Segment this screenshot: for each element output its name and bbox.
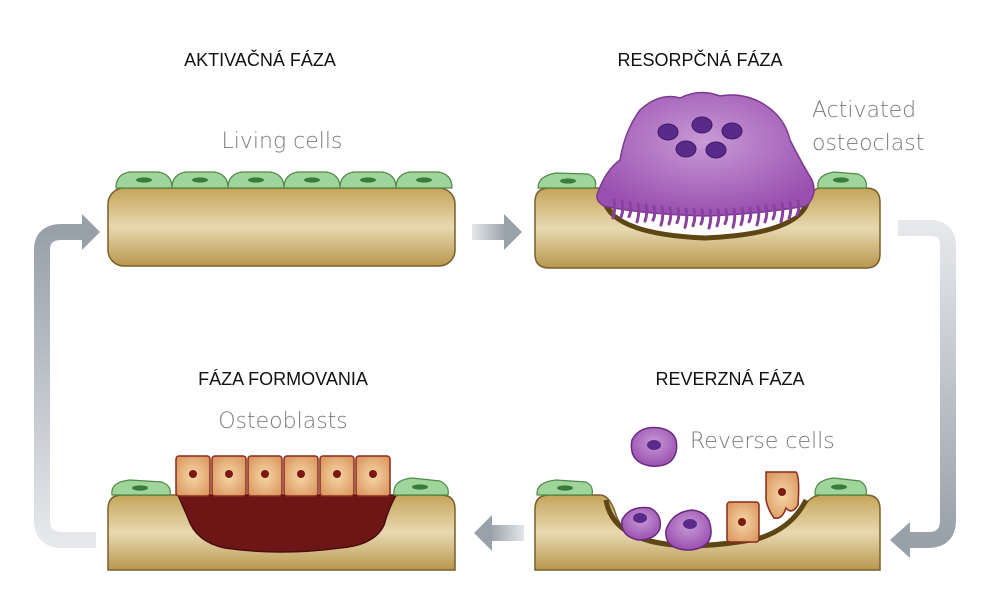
osteoblasts-label: Osteoblasts	[218, 409, 348, 434]
lining-cell	[537, 172, 597, 189]
nucleus	[675, 140, 697, 158]
osteoblast	[211, 455, 247, 497]
activated-osteoclast-label-line1: Activated	[812, 98, 916, 123]
osteoblast	[175, 455, 211, 497]
arrow-down-turn-icon	[890, 220, 956, 558]
arrow-right-icon	[472, 214, 522, 250]
nucleus	[721, 122, 743, 140]
pre-osteoblast	[765, 471, 800, 520]
reverse-cell	[621, 506, 662, 541]
nucleus	[705, 141, 727, 159]
activation-phase-title: AKTIVAČNÁ FÁZA	[184, 49, 336, 70]
activated-osteoclast-label-line2: osteoclast	[812, 131, 924, 156]
reverse-cells-label: Reverse cells	[690, 429, 835, 454]
lining-cell	[393, 477, 449, 496]
lining-cell	[817, 171, 867, 189]
reversal-phase-title: REVERZNÁ FÁZA	[655, 369, 804, 389]
formation-panel	[107, 455, 456, 571]
lining-cell	[395, 171, 453, 189]
living-cells-label: Living cells	[222, 129, 343, 154]
lining-cell	[814, 477, 867, 496]
pre-osteoblast	[726, 501, 760, 543]
osteoclast	[596, 91, 815, 230]
bone-block	[107, 187, 456, 267]
arrow-left-icon	[474, 515, 524, 551]
lining-cell	[111, 479, 171, 496]
reverse-cell	[665, 509, 712, 551]
lining-cell	[339, 171, 397, 189]
lining-cell	[115, 171, 173, 189]
lining-cell	[171, 171, 229, 189]
new-bone-matrix	[176, 494, 398, 553]
resorption-phase-title: RESORPČNÁ FÁZA	[617, 49, 782, 70]
nucleus	[691, 116, 713, 134]
lining-cell	[227, 171, 285, 189]
lining-cell	[536, 479, 593, 496]
resorption-panel	[534, 91, 881, 269]
formation-phase-title: FÁZA FORMOVANIA	[198, 369, 368, 389]
osteoblast-row	[175, 455, 391, 497]
nucleus	[657, 123, 679, 141]
reverse-cell-floating	[630, 426, 678, 467]
reversal-panel	[534, 426, 881, 571]
activation-panel	[107, 171, 456, 267]
osteoblast	[247, 455, 283, 497]
osteoblast	[283, 455, 319, 497]
osteoblast	[355, 455, 391, 497]
lining-cells	[115, 171, 453, 189]
lining-cell	[283, 171, 341, 189]
arrow-up-turn-icon	[34, 214, 100, 548]
osteoblast	[319, 455, 355, 497]
